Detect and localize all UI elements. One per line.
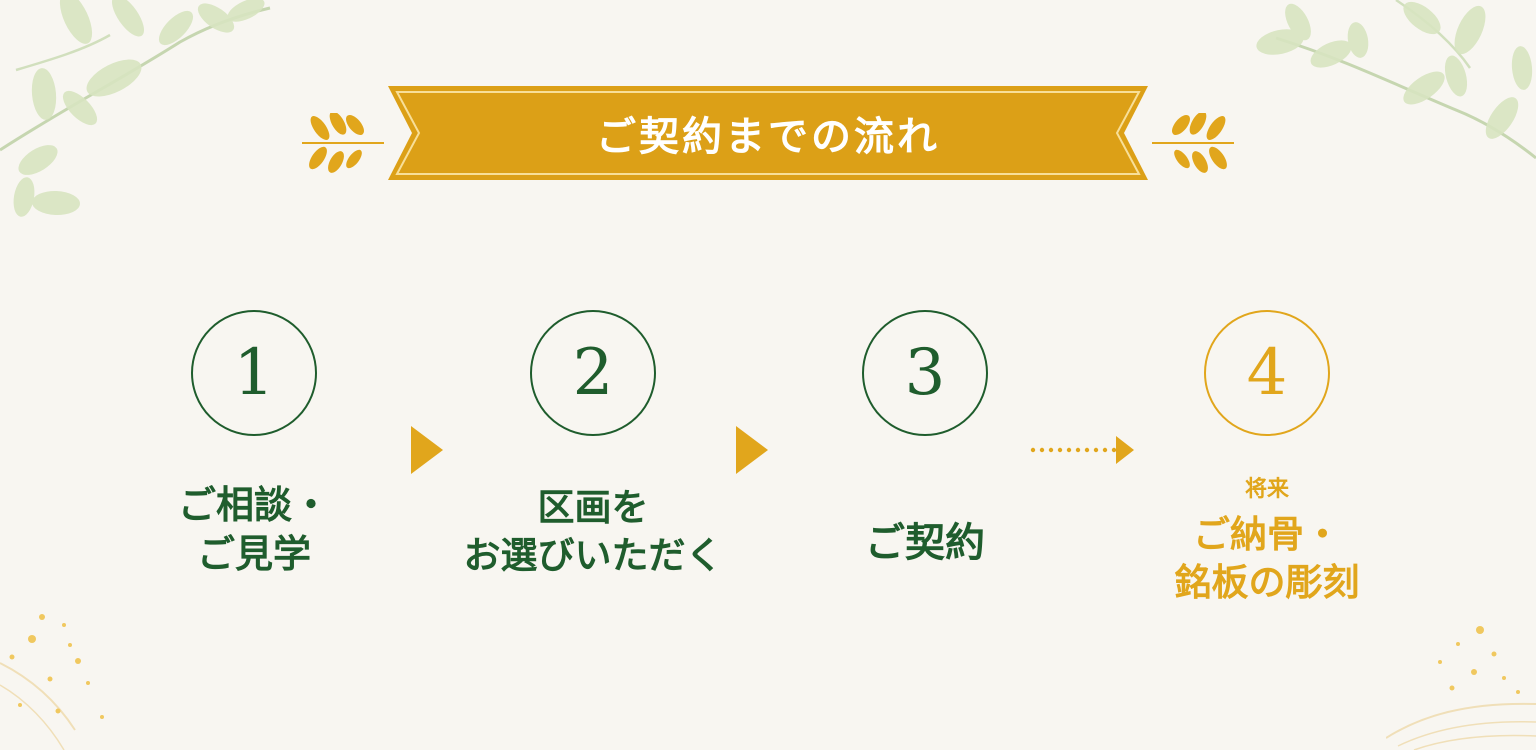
step-number: 3 — [904, 336, 946, 410]
step-label-line: ご契約 — [865, 519, 985, 566]
step-4: 4 将来 ご納骨・ 銘板の彫刻 — [1117, 310, 1417, 620]
step-label: ご契約 — [775, 517, 1075, 569]
step-label-line: ご見学 — [196, 531, 311, 577]
gold-dots-icon — [0, 614, 104, 750]
step-number: 4 — [1246, 336, 1288, 410]
leaf-branch-icon — [1256, 0, 1536, 160]
dotted-arrow-right-icon — [1030, 436, 1134, 464]
step-label-line: お選びいただく — [463, 533, 723, 578]
step-number-circle: 3 — [862, 310, 988, 436]
step-1: 1 ご相談・ ご見学 — [104, 310, 404, 610]
step-label-line: ご相談・ — [177, 482, 330, 527]
step-number: 2 — [572, 336, 614, 410]
gold-sprig-icon — [302, 113, 384, 173]
step-label: ご相談・ ご見学 — [104, 480, 404, 579]
step-label: ご納骨・ 銘板の彫刻 — [1117, 510, 1417, 606]
step-label-line: 区画を — [537, 485, 649, 529]
step-number-circle: 4 — [1204, 310, 1330, 436]
step-number-circle: 1 — [191, 310, 317, 436]
step-subtitle: 将来 — [1244, 476, 1289, 502]
step-3: 3 ご契約 — [775, 310, 1075, 610]
step-label: 区画を お選びいただく — [443, 483, 743, 579]
step-label-line: ご納骨・ — [1193, 512, 1341, 556]
page-title: ご契約までの流れ — [596, 113, 940, 160]
triangle-right-icon — [411, 426, 443, 474]
step-2: 2 区画を お選びいただく — [443, 310, 743, 610]
triangle-right-icon — [736, 426, 768, 474]
leaf-branch-icon — [0, 0, 271, 217]
title-banner: ご契約までの流れ — [388, 86, 1148, 180]
gold-dots-icon — [1386, 626, 1536, 750]
banner-ribbon-icon — [388, 86, 1148, 180]
gold-sprig-icon — [1152, 113, 1234, 173]
step-label-line: 銘板の彫刻 — [1174, 560, 1360, 605]
step-number-circle: 2 — [530, 310, 656, 436]
step-number: 1 — [233, 336, 275, 410]
